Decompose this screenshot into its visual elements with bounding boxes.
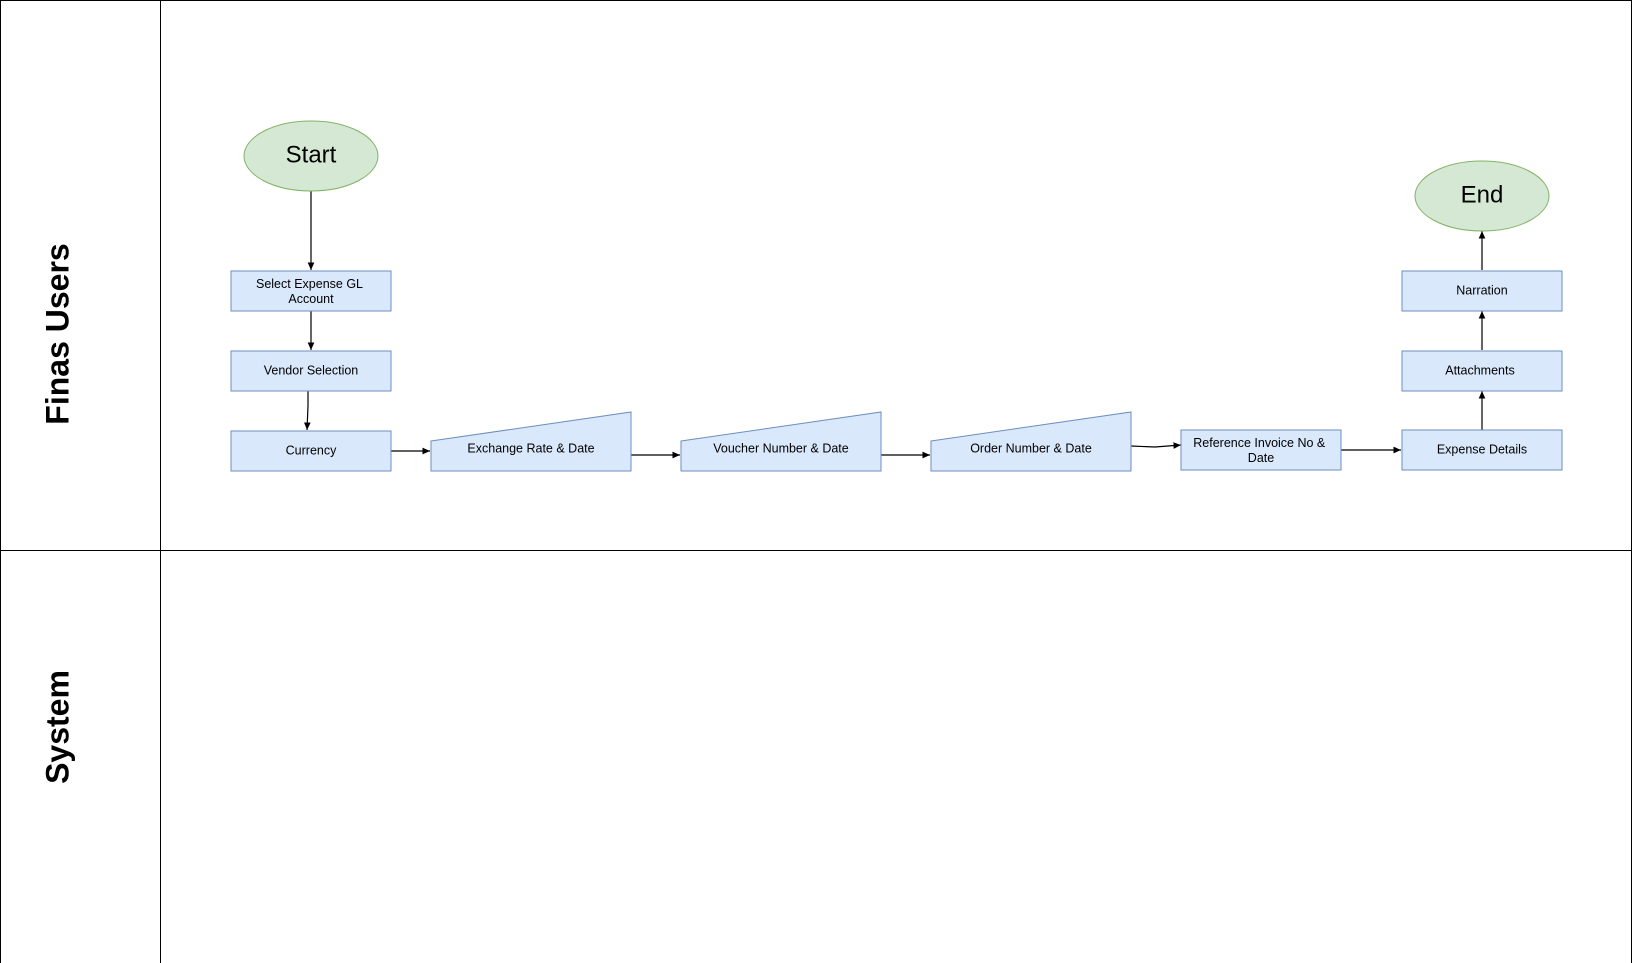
vendor-selection-label: Vendor Selection [264,363,359,377]
edge-order-to-reference [1130,442,1182,449]
svg-text:Select Expense GL Accoun: Select Expense GL Account [256,277,366,306]
edges [303,191,1486,459]
start-terminal: Start [243,120,379,192]
order-number-label: Order Number & Date [970,441,1092,455]
end-terminal: End [1414,160,1550,232]
lane-label-finas-users: Finas Users [39,243,75,424]
end-label: End [1461,181,1504,208]
step-narration: Narration [1401,270,1563,312]
step-vendor-selection: Vendor Selection [230,350,392,392]
step-order-number-date: Order Number & Date [930,411,1132,472]
currency-label: Currency [286,443,337,457]
step-attachments: Attachments [1401,350,1563,392]
select-gl-label-line2: Account [288,292,334,306]
step-exchange-rate-date: Exchange Rate & Date [430,411,632,472]
expense-details-label: Expense Details [1437,442,1527,456]
select-gl-label-line1: Select Expense GL [256,277,363,291]
exchange-rate-label: Exchange Rate & Date [467,441,594,455]
step-select-expense-gl-account: Select Expense GL Account [230,270,392,312]
edge-vendor-to-currency [303,391,311,431]
svg-text:Reference Invoice No & D: Reference Invoice No & Date [1193,436,1329,465]
step-currency: Currency [230,430,392,472]
step-voucher-number-date: Voucher Number & Date [680,411,882,472]
attachments-label: Attachments [1445,363,1514,377]
reference-invoice-label-line2: Date [1248,451,1274,465]
step-reference-invoice: Reference Invoice No & Date [1180,429,1342,471]
voucher-number-label: Voucher Number & Date [713,441,849,455]
narration-label: Narration [1456,283,1507,297]
start-label: Start [286,141,337,168]
step-expense-details: Expense Details [1401,429,1563,471]
reference-invoice-label-line1: Reference Invoice No & [1193,436,1326,450]
lane-label-system: System [39,670,75,784]
